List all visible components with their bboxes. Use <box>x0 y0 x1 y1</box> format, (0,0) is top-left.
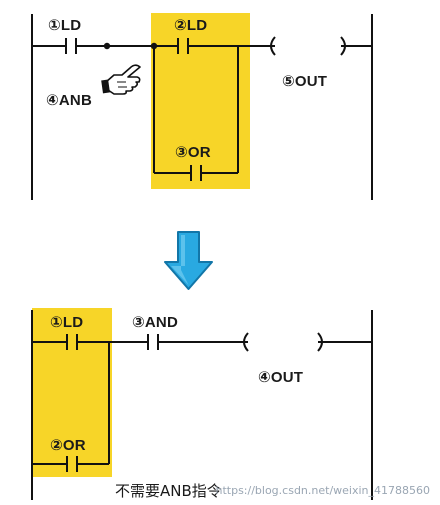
top-junction-or <box>150 42 158 50</box>
top-label-ld2: ②LD <box>174 17 207 34</box>
pointing-hand-icon <box>101 64 141 95</box>
watermark: https://blog.csdn.net/weixin_41788560 <box>215 484 430 497</box>
bottom-label-ld1: ①LD <box>50 314 83 331</box>
bottom-label-out4: ④OUT <box>258 369 303 386</box>
down-arrow-icon <box>164 231 213 290</box>
bottom-contact-ld1 <box>66 334 78 350</box>
top-label-or3: ③OR <box>175 144 211 161</box>
bottom-contact-or2 <box>66 456 78 472</box>
top-contact-or3 <box>190 165 202 181</box>
bottom-highlight-box <box>32 308 112 477</box>
top-junction-anb <box>103 42 111 50</box>
top-label-ld1: ①LD <box>48 17 81 34</box>
top-label-anb4: ④ANB <box>46 92 92 109</box>
top-contact-ld2 <box>177 38 189 54</box>
top-ladder: ①LD ②LD ④ANB ③OR ⑤OUT <box>31 13 373 200</box>
bottom-label-or2: ②OR <box>50 437 86 454</box>
top-contact-ld1 <box>65 38 77 54</box>
bottom-label-and3: ③AND <box>132 314 178 331</box>
top-highlight-box <box>151 13 250 189</box>
bottom-ladder: ①LD ③AND ②OR ④OUT 不需要ANB指令 <box>31 308 373 500</box>
top-label-out5: ⑤OUT <box>282 73 327 90</box>
bottom-caption: 不需要ANB指令 <box>115 482 222 500</box>
bottom-output-coil <box>243 332 323 352</box>
bottom-contact-and3 <box>147 334 159 350</box>
top-output-coil <box>270 36 346 56</box>
